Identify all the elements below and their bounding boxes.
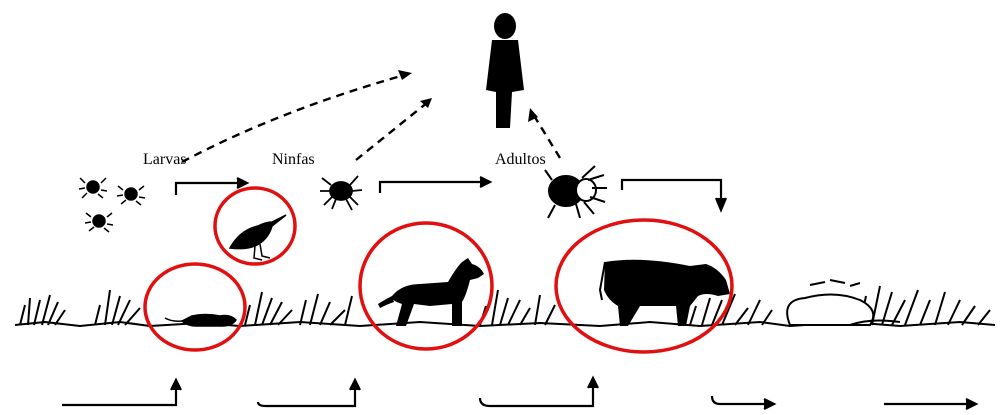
- label-larvas: Larvas: [143, 151, 187, 169]
- arrow-ninfas-to-human: [356, 102, 428, 160]
- arrow-adult-to-eggs: [622, 180, 721, 206]
- human-figure-icon: [486, 13, 524, 128]
- cow-icon: [600, 260, 730, 326]
- stage-arrows: [176, 177, 726, 210]
- highlight-rodent: [145, 264, 245, 350]
- egg-mass-icon: [787, 294, 900, 325]
- dog-icon: [378, 258, 484, 326]
- nymph-tick-icon: [320, 176, 362, 210]
- bottom-cycle-arrows: [62, 378, 976, 409]
- bird-icon: [230, 215, 286, 260]
- arrow-nymph-to-adult: [380, 182, 488, 193]
- adult-tick-icon: [545, 166, 607, 218]
- larva-tick-icon: [79, 178, 145, 232]
- label-ninfas: Ninfas: [272, 151, 315, 169]
- label-adultos: Adultos: [495, 151, 546, 169]
- arrow-larvas-to-human: [182, 74, 408, 162]
